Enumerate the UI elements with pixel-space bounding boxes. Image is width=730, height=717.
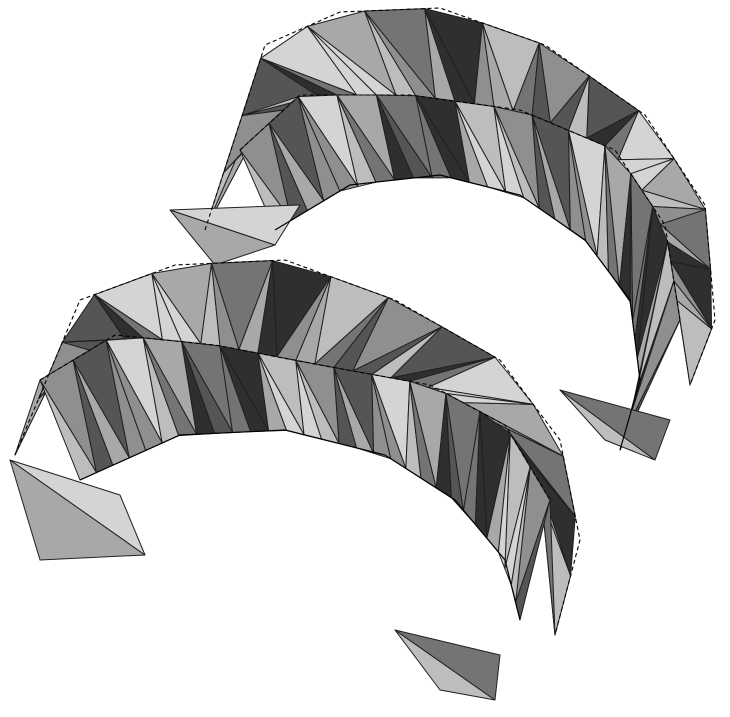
polyhedral-ribbon-diagram	[0, 0, 730, 717]
